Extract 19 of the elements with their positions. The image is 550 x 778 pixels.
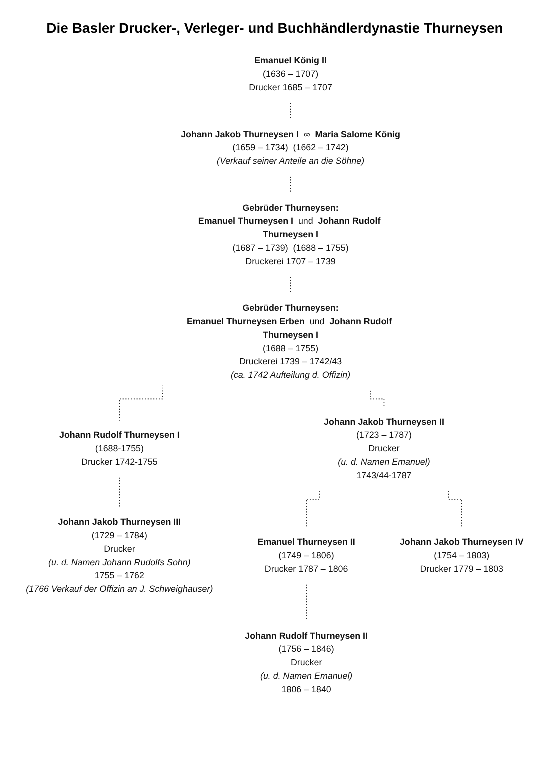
node-text: Johann Rudolf Thurneysen II (1756 – 1846) Drucker (u. d. Namen Emanuel) 1806 – 1840	[245, 632, 368, 695]
node-text: Gebrüder Thurneysen: Emanuel Thurneysen I und Johann Rudolf Thurneysen I (1687 – 1739) (1688 – 1755) Druckerei 1707 – 1739	[198, 204, 381, 267]
connector	[370, 390, 385, 408]
connector	[306, 490, 320, 528]
connector	[290, 276, 292, 294]
connector	[119, 477, 120, 508]
connector	[448, 490, 462, 528]
node-text: Johann Jakob Thurneysen IV (1754 – 1803) Drucker 1779 – 1803	[400, 538, 524, 574]
connector	[290, 176, 292, 194]
node-text: Emanuel Thurneysen II (1749 – 1806) Drucker 1787 – 1806	[258, 538, 356, 574]
diagram-title: Die Basler Drucker-, Verleger- und Buchhändlerdynastie Thurneysen	[46, 20, 504, 36]
node-text: Gebrüder Thurneysen: Emanuel Thurneysen Erben und Johann Rudolf Thurneysen I (1688 – 1755) Druckerei 1739 – 1742/43 (ca. 1742 Aufteilung d. Offizin)	[186, 304, 392, 380]
node-text: Johann Rudolf Thurneysen I (1688-1755) Drucker 1742-1755	[59, 430, 180, 468]
connector	[306, 584, 307, 622]
connector	[290, 102, 292, 120]
node-text: Johann Jakob Thurneysen II (1723 – 1787) Drucker (u. d. Namen Emanuel) 1743/44-1787	[324, 418, 444, 481]
node-text: Johann Jakob Thurneysen I ∞ Maria Salome König (1659 – 1734) (1662 – 1742) (Verkauf seiner Anteile an die Söhne)	[181, 130, 400, 166]
node-text: Emanuel König II (1636 – 1707) Drucker 1685 – 1707	[249, 56, 332, 93]
node-text: Johann Jakob Thurneysen III (1729 – 1784) Drucker (u. d. Namen Johann Rudolfs Sohn) 1755 – 1762 (1766 Verkauf der Offizin an J. Schweighauser)	[26, 518, 214, 594]
